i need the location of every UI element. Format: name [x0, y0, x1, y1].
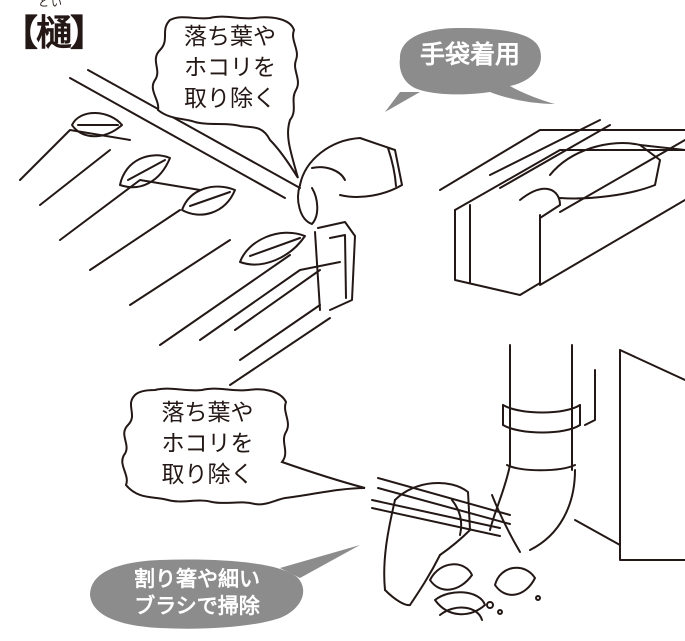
badge-bottom-tail — [280, 545, 360, 578]
gloved-hand-icon — [297, 137, 403, 225]
bubble-bottom-line: 取り除く — [161, 462, 254, 488]
bubble-bottom-line: ホコリを — [161, 431, 254, 457]
bubble-bottom-line: 落ち葉や — [161, 400, 254, 426]
title-ruby: とい — [38, 0, 64, 9]
leaf-icon — [71, 112, 306, 266]
bubble-top-line: 落ち葉や — [184, 24, 276, 50]
speech-bubble-bottom — [121, 387, 366, 506]
falling-leaf-icon — [429, 563, 541, 621]
gloved-hand-bottom-icon — [383, 482, 471, 607]
badge-bottom-label: 割り箸や細い ブラシで掃除 — [112, 566, 282, 620]
bubble-bottom-text: 落ち葉や ホコリを 取り除く — [140, 398, 275, 491]
bubble-top-text: 落ち葉や ホコリを 取り除く — [170, 22, 290, 115]
badge-bottom-line: ブラシで掃除 — [134, 594, 260, 618]
badge-bottom-shape — [90, 559, 304, 629]
badge-top-tail — [385, 92, 420, 112]
page-title: 【樋】 — [2, 13, 106, 54]
badge-top-label: 手袋着用 — [419, 40, 520, 69]
gutter-closeup-illustration — [439, 119, 685, 296]
badge-top-shape — [399, 28, 555, 104]
speech-bubble-top — [151, 15, 299, 179]
bubble-top-line: 取り除く — [184, 86, 276, 112]
bubble-top-line: ホコリを — [184, 55, 276, 81]
gutter-illustration — [19, 69, 356, 386]
downspout-illustration — [489, 344, 685, 561]
badge-bottom-line: 割り箸や細い — [134, 567, 260, 591]
